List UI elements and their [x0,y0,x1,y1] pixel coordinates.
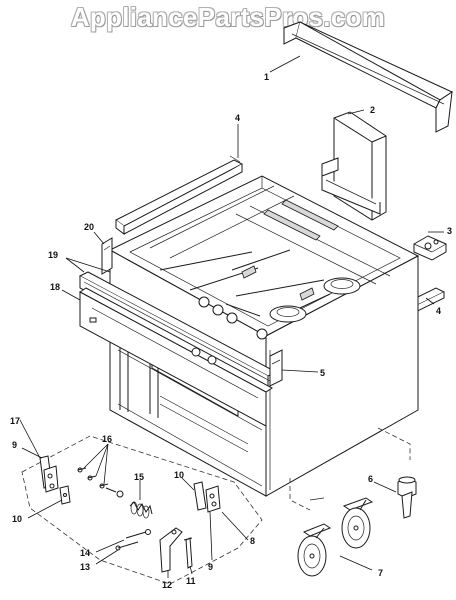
callout-7: 7 [378,568,383,578]
part-15-spring[interactable] [129,501,153,519]
callout-10-left: 10 [12,514,22,524]
part-18-control-panel[interactable] [79,287,273,427]
part-12-hinge-arm[interactable] [159,527,183,573]
callout-1: 1 [264,72,269,82]
callout-13: 13 [80,562,90,572]
leader-lines [19,55,444,578]
callout-9-right: 9 [208,562,213,572]
part-6-adjustable-leg[interactable] [397,476,417,519]
callout-14: 14 [80,548,90,558]
callout-11: 11 [186,576,196,586]
part-3-valve-bracket[interactable] [413,235,447,261]
leg-leader-dashed [377,427,411,460]
part-9-hinge-bracket-right[interactable] [193,481,221,513]
callout-4-top: 4 [235,113,240,123]
callout-8: 8 [250,536,255,546]
callout-20: 20 [84,222,94,232]
part-2-back-panel[interactable] [321,111,387,221]
callout-15: 15 [134,472,144,482]
callout-19: 19 [48,250,58,260]
part-7-casters[interactable] [297,497,374,577]
callout-12: 12 [162,580,172,590]
callout-5: 5 [320,368,325,378]
part-1-back-trim[interactable] [282,21,454,133]
part-13-14-fasteners[interactable] [115,529,151,551]
callout-labels: 1 2 3 4 4 5 6 7 8 9 9 10 10 11 12 13 14 … [10,72,452,590]
caster-leader-dashed [289,478,311,511]
part-5-side-bracket[interactable] [269,349,283,387]
part-16-screws[interactable] [77,467,124,498]
callout-6: 6 [368,474,373,484]
callout-17: 17 [10,416,20,426]
callout-18: 18 [50,282,60,292]
hardware-group-outline [21,435,263,585]
site-watermark: AppliancePartsPros.com [70,2,386,32]
part-4-side-rail-left[interactable] [115,155,244,235]
part-20-corner-bracket[interactable] [101,237,113,275]
callout-9-left: 9 [12,440,17,450]
callout-10-right: 10 [174,470,184,480]
callout-4-right: 4 [436,306,441,316]
callout-16: 16 [102,434,112,444]
callout-2: 2 [370,105,375,115]
callout-3: 3 [447,226,452,236]
part-11-pin[interactable] [183,537,193,569]
part-10-plate-left[interactable] [59,485,71,505]
part-9-hinge-bracket-left[interactable] [39,455,59,493]
